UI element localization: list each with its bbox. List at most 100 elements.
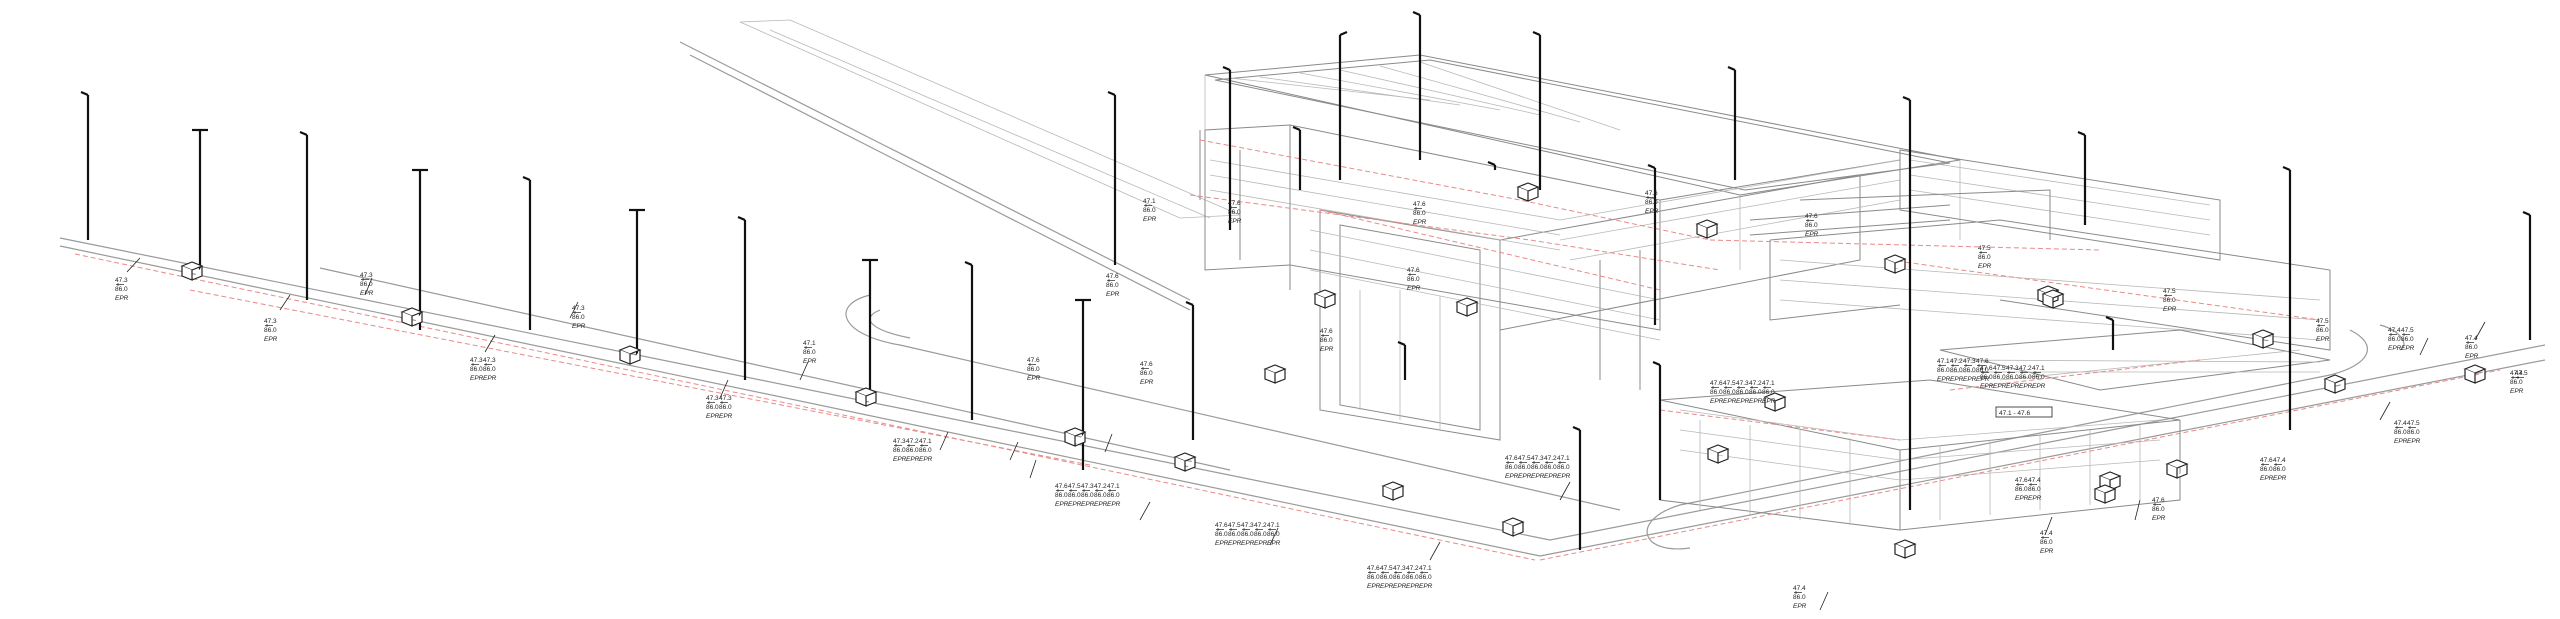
circuit-label-text: 47.3 xyxy=(115,277,128,284)
circuit-label-text: 47.2 xyxy=(2019,365,2032,372)
circuit-label-text: EPR xyxy=(1143,216,1157,223)
circuit-label-text: 86.0 xyxy=(2015,486,2028,493)
circuit-label-text: EPR xyxy=(1228,218,1242,225)
foundation-box xyxy=(1263,364,1287,384)
circuit-label-text: 86.0 xyxy=(1027,366,1040,373)
circuit-label-text: 47.4 xyxy=(2510,370,2523,377)
circuit-label-text: EPR xyxy=(1736,398,1750,405)
circuit-label-text: 86.0 xyxy=(1978,254,1991,261)
circuit-label-text: 47.6 xyxy=(2015,477,2028,484)
circuit-label-text: EPR xyxy=(2015,495,2029,502)
circuit-label-text: 47.6 xyxy=(1367,565,1380,572)
circuit-label-text: 47.4 xyxy=(2028,477,2041,484)
circuit-label-text: EPR xyxy=(2316,336,2330,343)
circuit-label-text: 47.3 xyxy=(470,357,483,364)
foundation-box xyxy=(1893,539,1917,559)
circuit-label-text: 86.0 xyxy=(1963,367,1976,374)
circuit-label-text: 47.4 xyxy=(2394,420,2407,427)
circuit-label-text: 86.0 xyxy=(1107,492,1120,499)
circuit-label-text: 86.0 xyxy=(906,447,919,454)
circuit-label-text: 86.0 xyxy=(1367,574,1380,581)
circuit-label-text: EPR xyxy=(1937,376,1951,383)
circuit-label-text: EPR xyxy=(1367,583,1381,590)
circuit-label-text: EPR xyxy=(1723,398,1737,405)
circuit-label-text: 47.1 xyxy=(1419,565,1432,572)
circuit-label-text: 47.5 xyxy=(2316,318,2329,325)
foundation-box xyxy=(1381,481,1405,501)
circuit-label-text: 86.0 xyxy=(1710,389,1723,396)
foundation-box xyxy=(1763,392,1787,412)
circuit-label-text: 86.0 xyxy=(1143,207,1156,214)
circuit-label-text: EPR xyxy=(1027,375,1041,382)
circuit-label-text: 47.3 xyxy=(1081,483,1094,490)
circuit-tag-text: 47.1 - 47.6 xyxy=(1999,410,2030,417)
circuit-label-text: 47.5 xyxy=(1068,483,1081,490)
circuit-label-text: 47.3 xyxy=(2006,365,2019,372)
circuit-label-text: 86.0 xyxy=(2273,466,2286,473)
foundation-box xyxy=(618,345,642,365)
foundation-box xyxy=(2165,459,2189,479)
circuit-label-text: 47.2 xyxy=(1406,565,1419,572)
circuit-label-text: EPR xyxy=(1544,473,1558,480)
circuit-label-text: EPR xyxy=(919,456,933,463)
foundation-box xyxy=(1883,254,1907,274)
circuit-label-text: 86.0 xyxy=(1762,389,1775,396)
circuit-label-text: 86.0 xyxy=(2006,374,2019,381)
circuit-label-text: EPR xyxy=(2407,438,2421,445)
circuit-label-text: EPR xyxy=(470,375,484,382)
circuit-label-text: EPR xyxy=(2465,353,2479,360)
circuit-label-text: 47.5 xyxy=(2515,370,2528,377)
circuit-label-text: EPR xyxy=(264,336,278,343)
circuit-label-text: 86.0 xyxy=(1749,389,1762,396)
circuit-label-text: EPR xyxy=(360,290,374,297)
circuit-label-text: EPR xyxy=(2040,548,2054,555)
circuit-label-text: 47.3 xyxy=(1736,380,1749,387)
circuit-labels: 47.386.0EPR47.386.0EPR47.386.0EPR47.386.… xyxy=(115,190,2528,610)
circuit-label-text: 86.0 xyxy=(1228,209,1241,216)
circuit-label-text: 86.0 xyxy=(2388,336,2401,343)
circuit-label-text: EPR xyxy=(2510,388,2524,395)
circuit-label-text: 47.1 xyxy=(1143,198,1156,205)
circuit-label-text: 47.3 xyxy=(264,318,277,325)
circuit-label-text: 47.3 xyxy=(572,305,585,312)
circuit-label-text: 47.2 xyxy=(1749,380,1762,387)
circuit-label-text: 47.5 xyxy=(2401,327,2414,334)
circuit-label-text: 47.3 xyxy=(483,357,496,364)
circuit-label-text: 86.0 xyxy=(1106,282,1119,289)
circuit-label-text: EPR xyxy=(1419,583,1433,590)
circuit-label-text: 47.3 xyxy=(1531,455,1544,462)
circuit-label-text: 47.5 xyxy=(1228,522,1241,529)
foundation-box xyxy=(1706,444,1730,464)
circuit-label-text: 47.5 xyxy=(1380,565,1393,572)
circuit-label-text: 86.0 xyxy=(1081,492,1094,499)
circuit-label-text: 47.6 xyxy=(1027,357,1040,364)
circuit-label-text: EPR xyxy=(893,456,907,463)
circuit-label-text: 47.3 xyxy=(893,438,906,445)
foundation-box xyxy=(1695,219,1719,239)
circuit-label-text: EPR xyxy=(2273,475,2287,482)
circuit-label-text: EPR xyxy=(1081,501,1095,508)
circuit-label-text: EPR xyxy=(1140,379,1154,386)
circuit-label-text: 86.0 xyxy=(706,404,719,411)
circuit-label-text: 47.5 xyxy=(1978,245,1991,252)
circuit-label-text: 47.2 xyxy=(1094,483,1107,490)
circuit-label-text: 47.6 xyxy=(1805,213,1818,220)
circuit-label-text: 86.0 xyxy=(2510,379,2523,386)
circuit-label-text: 86.0 xyxy=(1413,210,1426,217)
circuit-label-text: 47.4 xyxy=(2273,457,2286,464)
